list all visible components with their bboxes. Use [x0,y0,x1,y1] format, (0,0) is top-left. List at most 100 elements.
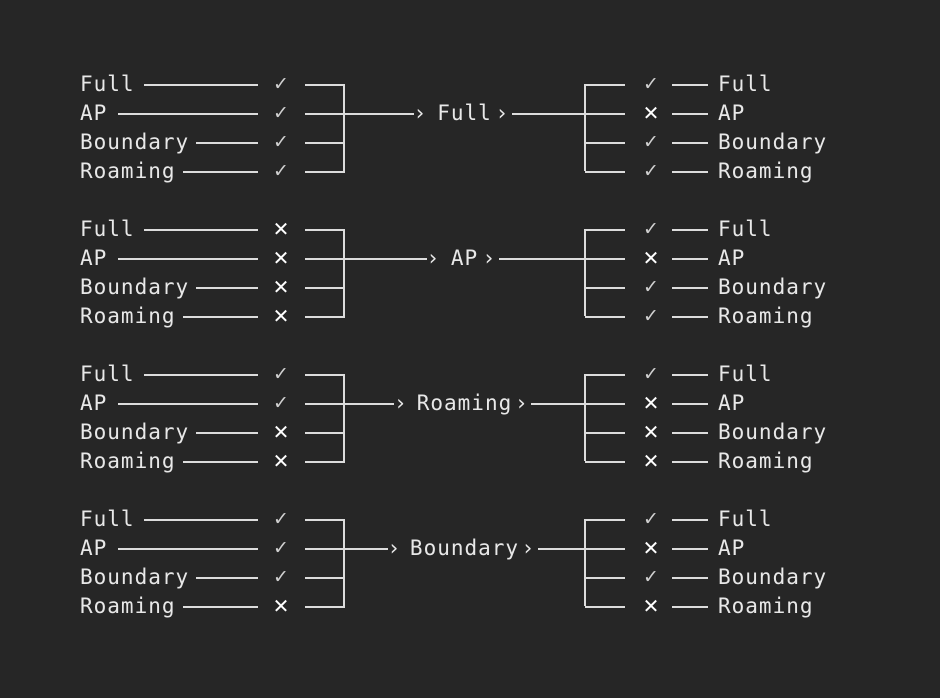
output-label: Roaming [718,304,814,328]
output-mark: ✕ [638,99,664,128]
output-label: AP [718,101,746,125]
output-bracket-stub [585,548,625,550]
output-check-icon: ✓ [643,73,659,95]
input-bracket-stub [305,113,345,115]
row: Full✓✓Full [0,360,940,389]
input-check-icon: ✓ [273,363,289,385]
input-mark: ✕ [268,418,294,447]
output-mark: ✓ [638,128,664,157]
input-connector-line [183,606,258,608]
output-bracket-stub [585,432,625,434]
output-bracket-stub [585,316,625,318]
input-label: Boundary [80,275,190,299]
output-connector-line [672,113,708,115]
input-label: Roaming [80,304,176,328]
input-bracket-stub [305,461,345,463]
input-label: Boundary [80,420,190,444]
input-bracket-rail [343,229,345,316]
output-connector-line [672,374,708,376]
output-mark: ✓ [638,215,664,244]
row: Boundary✓✓Boundary [0,563,940,592]
center-line-in [345,403,394,405]
row: AP✕✕AP [0,244,940,273]
input-cross-icon: ✕ [272,275,290,299]
output-label: Roaming [718,449,814,473]
input-label: AP [80,246,108,270]
output-connector-line [672,403,708,405]
input-connector-line [196,577,258,579]
output-bracket-rail [584,229,586,316]
input-cross-icon: ✕ [272,594,290,618]
row: Boundary✓✓Boundary [0,128,940,157]
output-mark: ✕ [638,447,664,476]
input-check-icon: ✓ [273,160,289,182]
output-mark: ✓ [638,157,664,186]
input-bracket-stub [305,316,345,318]
input-mark: ✓ [268,128,294,157]
input-bracket-stub [305,548,345,550]
output-label: Boundary [718,565,828,589]
output-label: Boundary [718,420,828,444]
center-line-out [511,113,586,115]
input-bracket-stub [305,142,345,144]
output-mark: ✓ [638,563,664,592]
input-bracket-stub [305,374,345,376]
input-label: AP [80,536,108,560]
output-mark: ✕ [638,534,664,563]
center-state-label: Boundary [409,536,520,560]
input-bracket-stub [305,84,345,86]
input-label: AP [80,391,108,415]
row: Roaming✕✓Roaming [0,302,940,331]
output-bracket-rail [584,84,586,171]
input-label: AP [80,101,108,125]
input-connector-line [183,461,258,463]
output-bracket-stub [585,519,625,521]
input-mark: ✓ [268,563,294,592]
output-check-icon: ✓ [643,566,659,588]
row: Full✓✓Full [0,505,940,534]
output-mark: ✕ [638,389,664,418]
output-connector-line [672,142,708,144]
center-state-label: Roaming [416,391,513,415]
input-bracket-stub [305,577,345,579]
input-bracket-stub [305,519,345,521]
input-label: Boundary [80,130,190,154]
output-cross-icon: ✕ [642,536,660,560]
input-bracket-stub [305,229,345,231]
output-check-icon: ✓ [643,218,659,240]
output-connector-line [672,461,708,463]
output-bracket-stub [585,142,625,144]
output-mark: ✓ [638,302,664,331]
output-check-icon: ✓ [643,508,659,530]
input-connector-line [118,258,258,260]
row: Full✓✓Full [0,70,940,99]
output-label: AP [718,536,746,560]
input-bracket-stub [305,432,345,434]
output-connector-line [672,258,708,260]
input-mark: ✓ [268,389,294,418]
center-line-out [531,403,586,405]
input-label: Roaming [80,594,176,618]
input-mark: ✕ [268,215,294,244]
output-bracket-stub [585,229,625,231]
row: Boundary✕✓Boundary [0,273,940,302]
row: Boundary✕✕Boundary [0,418,940,447]
output-mark: ✓ [638,273,664,302]
output-bracket-stub [585,403,625,405]
row: Roaming✕✕Roaming [0,447,940,476]
output-bracket-stub [585,171,625,173]
input-connector-line [196,287,258,289]
output-mark: ✕ [638,592,664,621]
center-state-label: Full [437,101,492,125]
output-bracket-rail [584,519,586,606]
input-check-icon: ✓ [273,131,289,153]
row: AP✓✕AP [0,99,940,128]
output-connector-line [672,171,708,173]
input-bracket-rail [343,519,345,606]
input-check-icon: ✓ [273,537,289,559]
input-cross-icon: ✕ [272,246,290,270]
input-connector-line [196,432,258,434]
input-check-icon: ✓ [273,508,289,530]
input-check-icon: ✓ [273,566,289,588]
